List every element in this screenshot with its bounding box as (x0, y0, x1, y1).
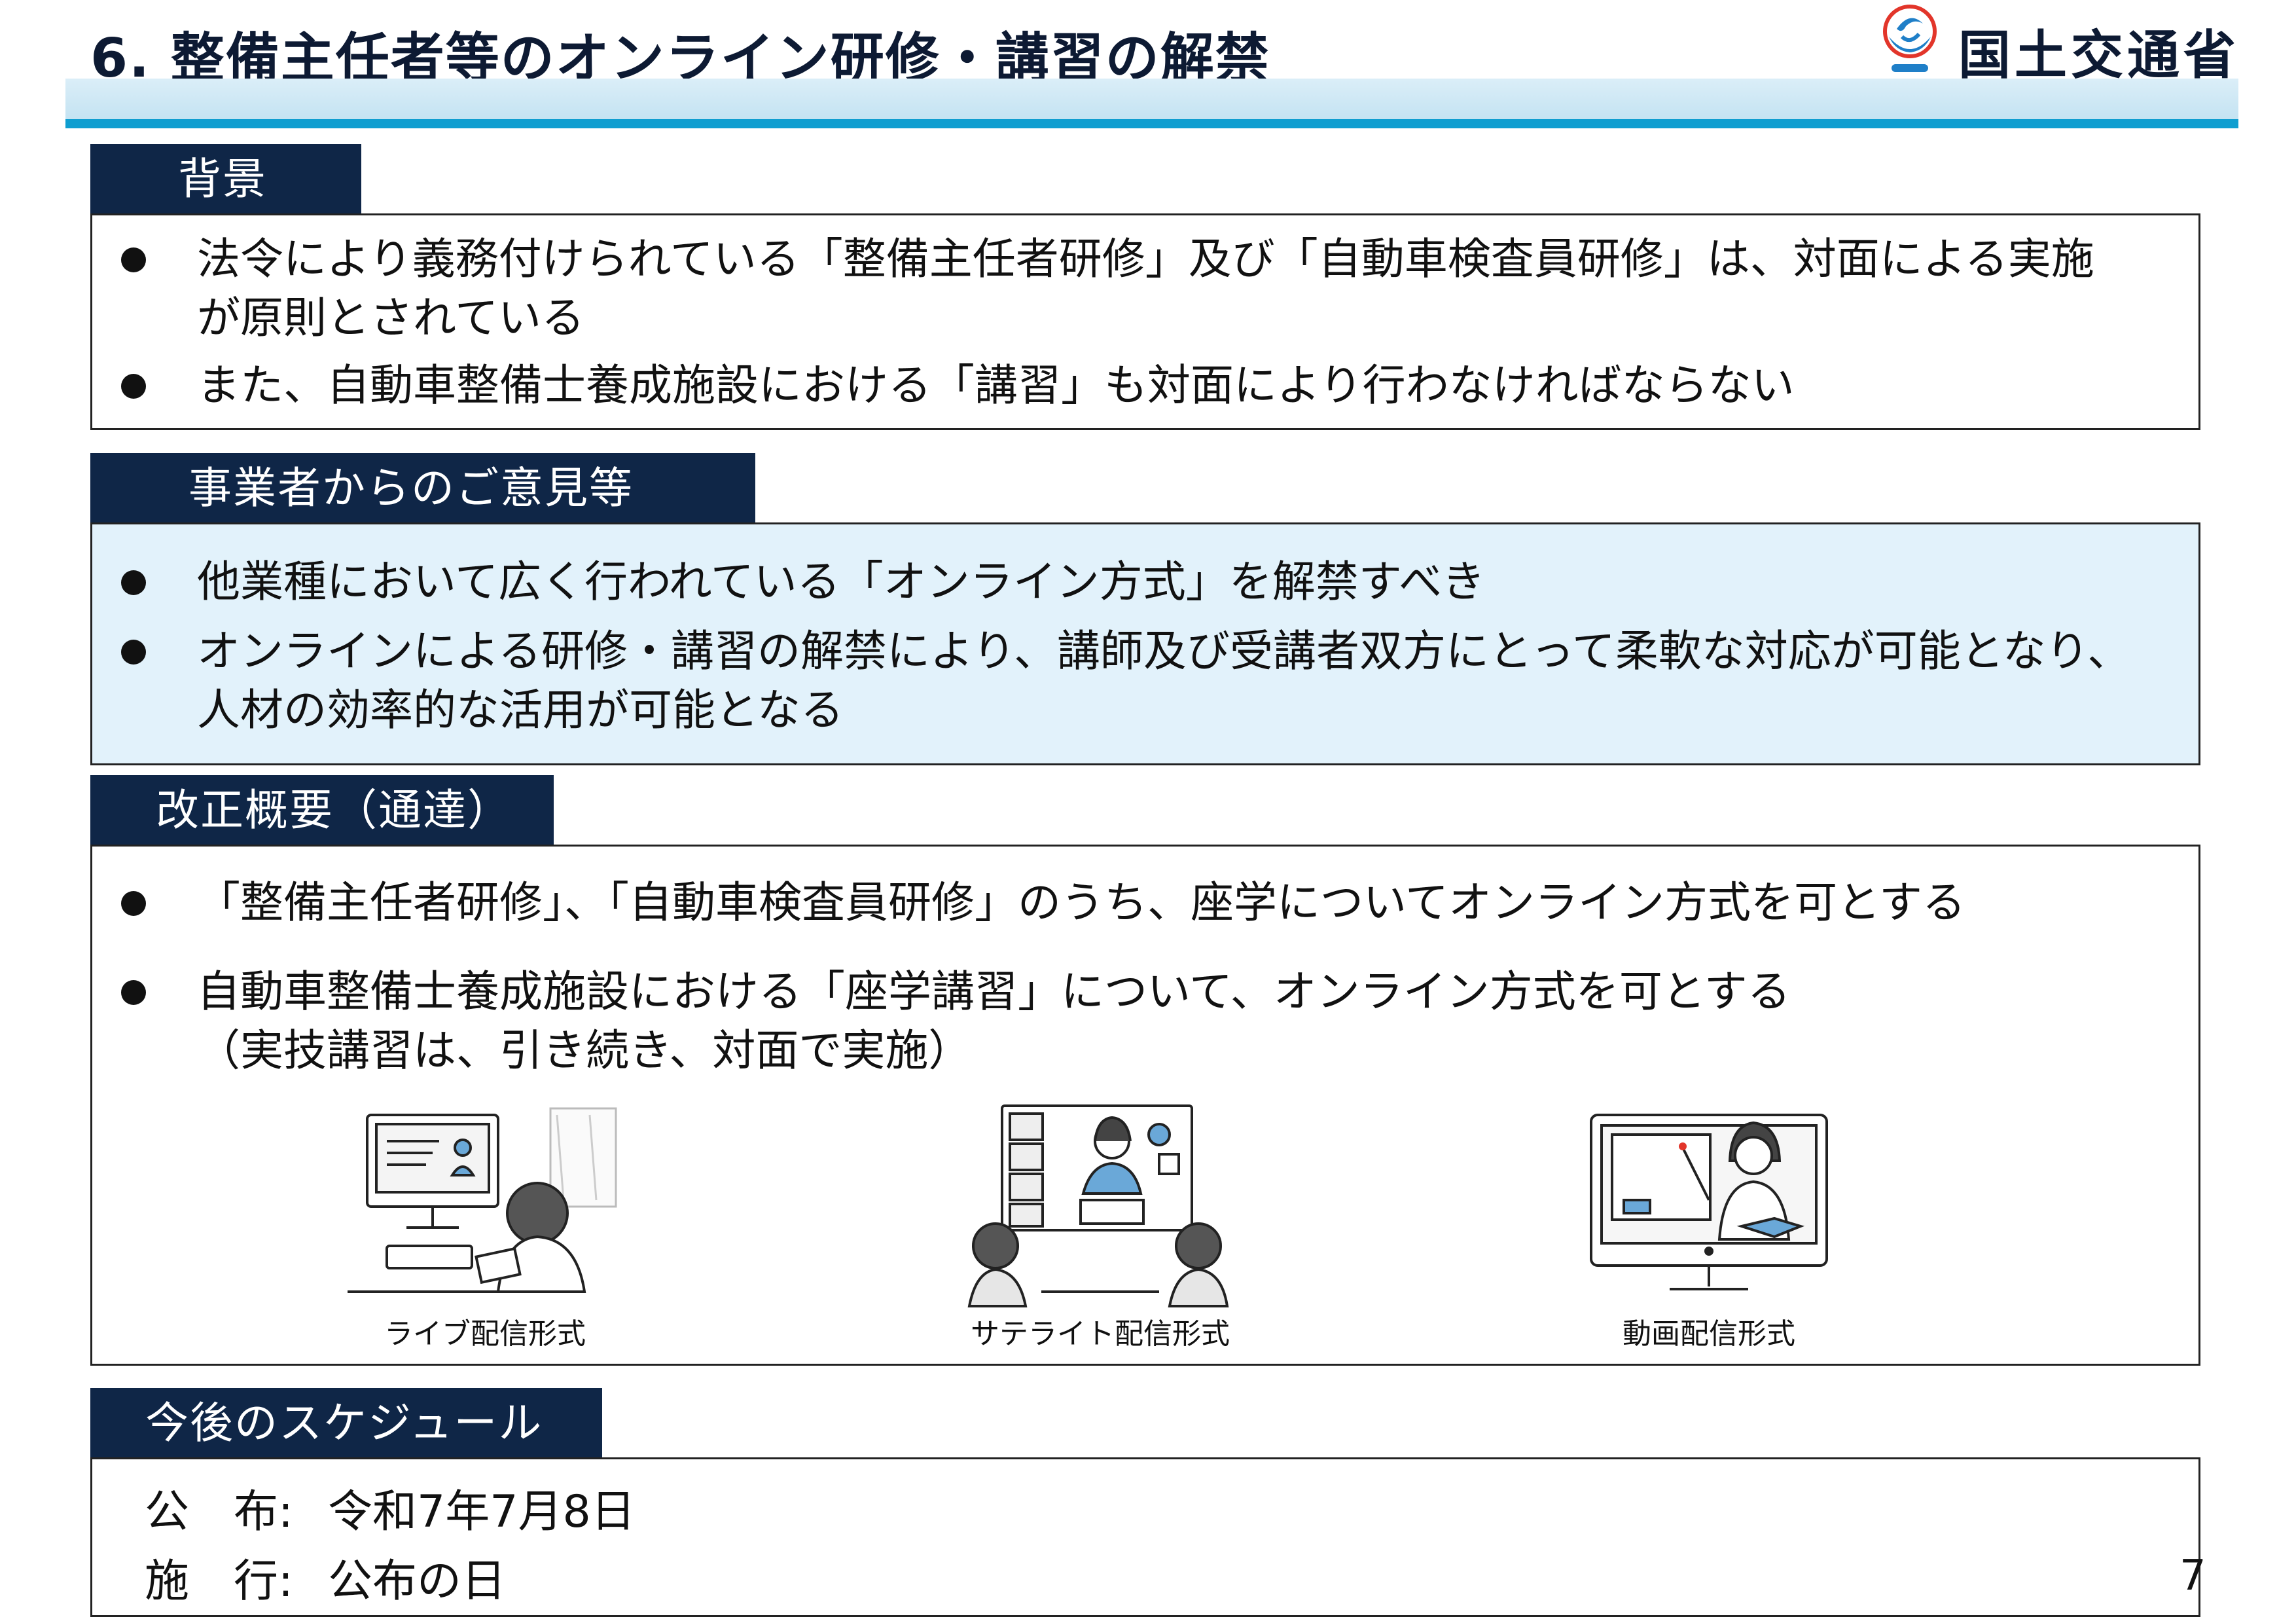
schedule-box: 公 布: 令和7年7月8日 施 行: 公布の日 (90, 1457, 2200, 1617)
section-tab-opinions: 事業者からのご意見等 (90, 453, 755, 524)
video-streaming-caption: 動画配信形式 (1623, 1317, 1795, 1351)
satellite-streaming-illustration (967, 1104, 1229, 1307)
opinions-item-2: オンラインによる研修・講習の解禁により、講師及び受講者双方にとって柔軟な対応が可… (197, 626, 2131, 735)
satellite-streaming-caption: サテライト配信形式 (971, 1317, 1230, 1351)
bullet-icon (121, 980, 146, 1005)
bullet-icon (121, 374, 146, 399)
bullet-icon (121, 891, 146, 916)
background-item-2: また、自動車整備士養成施設における「講習」も対面により行わなければならない (197, 360, 1795, 410)
section-tab-background: 背景 (90, 144, 361, 215)
schedule-promulgation-value: 令和7年7月8日 (328, 1486, 636, 1538)
section-tab-revision: 改正概要（通達） (90, 775, 554, 846)
live-streaming-illustration (348, 1107, 617, 1293)
header-band (65, 79, 2238, 119)
revision-box: 「整備主任者研修」、「自動車検査員研修」のうち、座学についてオンライン方式を可と… (90, 845, 2200, 1366)
background-box: 法令により義務付けられている「整備主任者研修」及び「自動車検査員研修」は、対面に… (90, 213, 2200, 430)
opinions-box: 他業種において広く行われている「オンライン方式」を解禁すべき オンラインによる研… (90, 522, 2200, 765)
mlit-logo-text: 国土交通省 (1958, 25, 2240, 86)
mlit-logo: 国土交通省 (1877, 4, 2244, 86)
bullet-icon (121, 640, 146, 665)
schedule-enforcement-key: 施 行: (145, 1556, 293, 1607)
page-number: 7 (2179, 1552, 2206, 1600)
video-streaming-illustration (1590, 1114, 1828, 1290)
background-item-1: 法令により義務付けられている「整備主任者研修」及び「自動車検査員研修」は、対面に… (197, 234, 2094, 343)
bullet-icon (121, 247, 146, 272)
live-streaming-caption: ライブ配信形式 (384, 1317, 586, 1351)
schedule-promulgation-key: 公 布: (145, 1486, 293, 1538)
revision-item-2: 自動車整備士養成施設における「座学講習」について、オンライン方式を可とする （実… (197, 966, 1791, 1076)
section-tab-schedule: 今後のスケジュール (90, 1388, 602, 1459)
revision-item-1: 「整備主任者研修」、「自動車検査員研修」のうち、座学についてオンライン方式を可と… (197, 877, 1966, 928)
opinions-item-1: 他業種において広く行われている「オンライン方式」を解禁すべき (197, 556, 1486, 607)
schedule-enforcement-value: 公布の日 (328, 1556, 507, 1607)
header-accent-line (65, 119, 2238, 128)
bullet-icon (121, 570, 146, 595)
mlit-logo-icon (1883, 5, 1937, 72)
